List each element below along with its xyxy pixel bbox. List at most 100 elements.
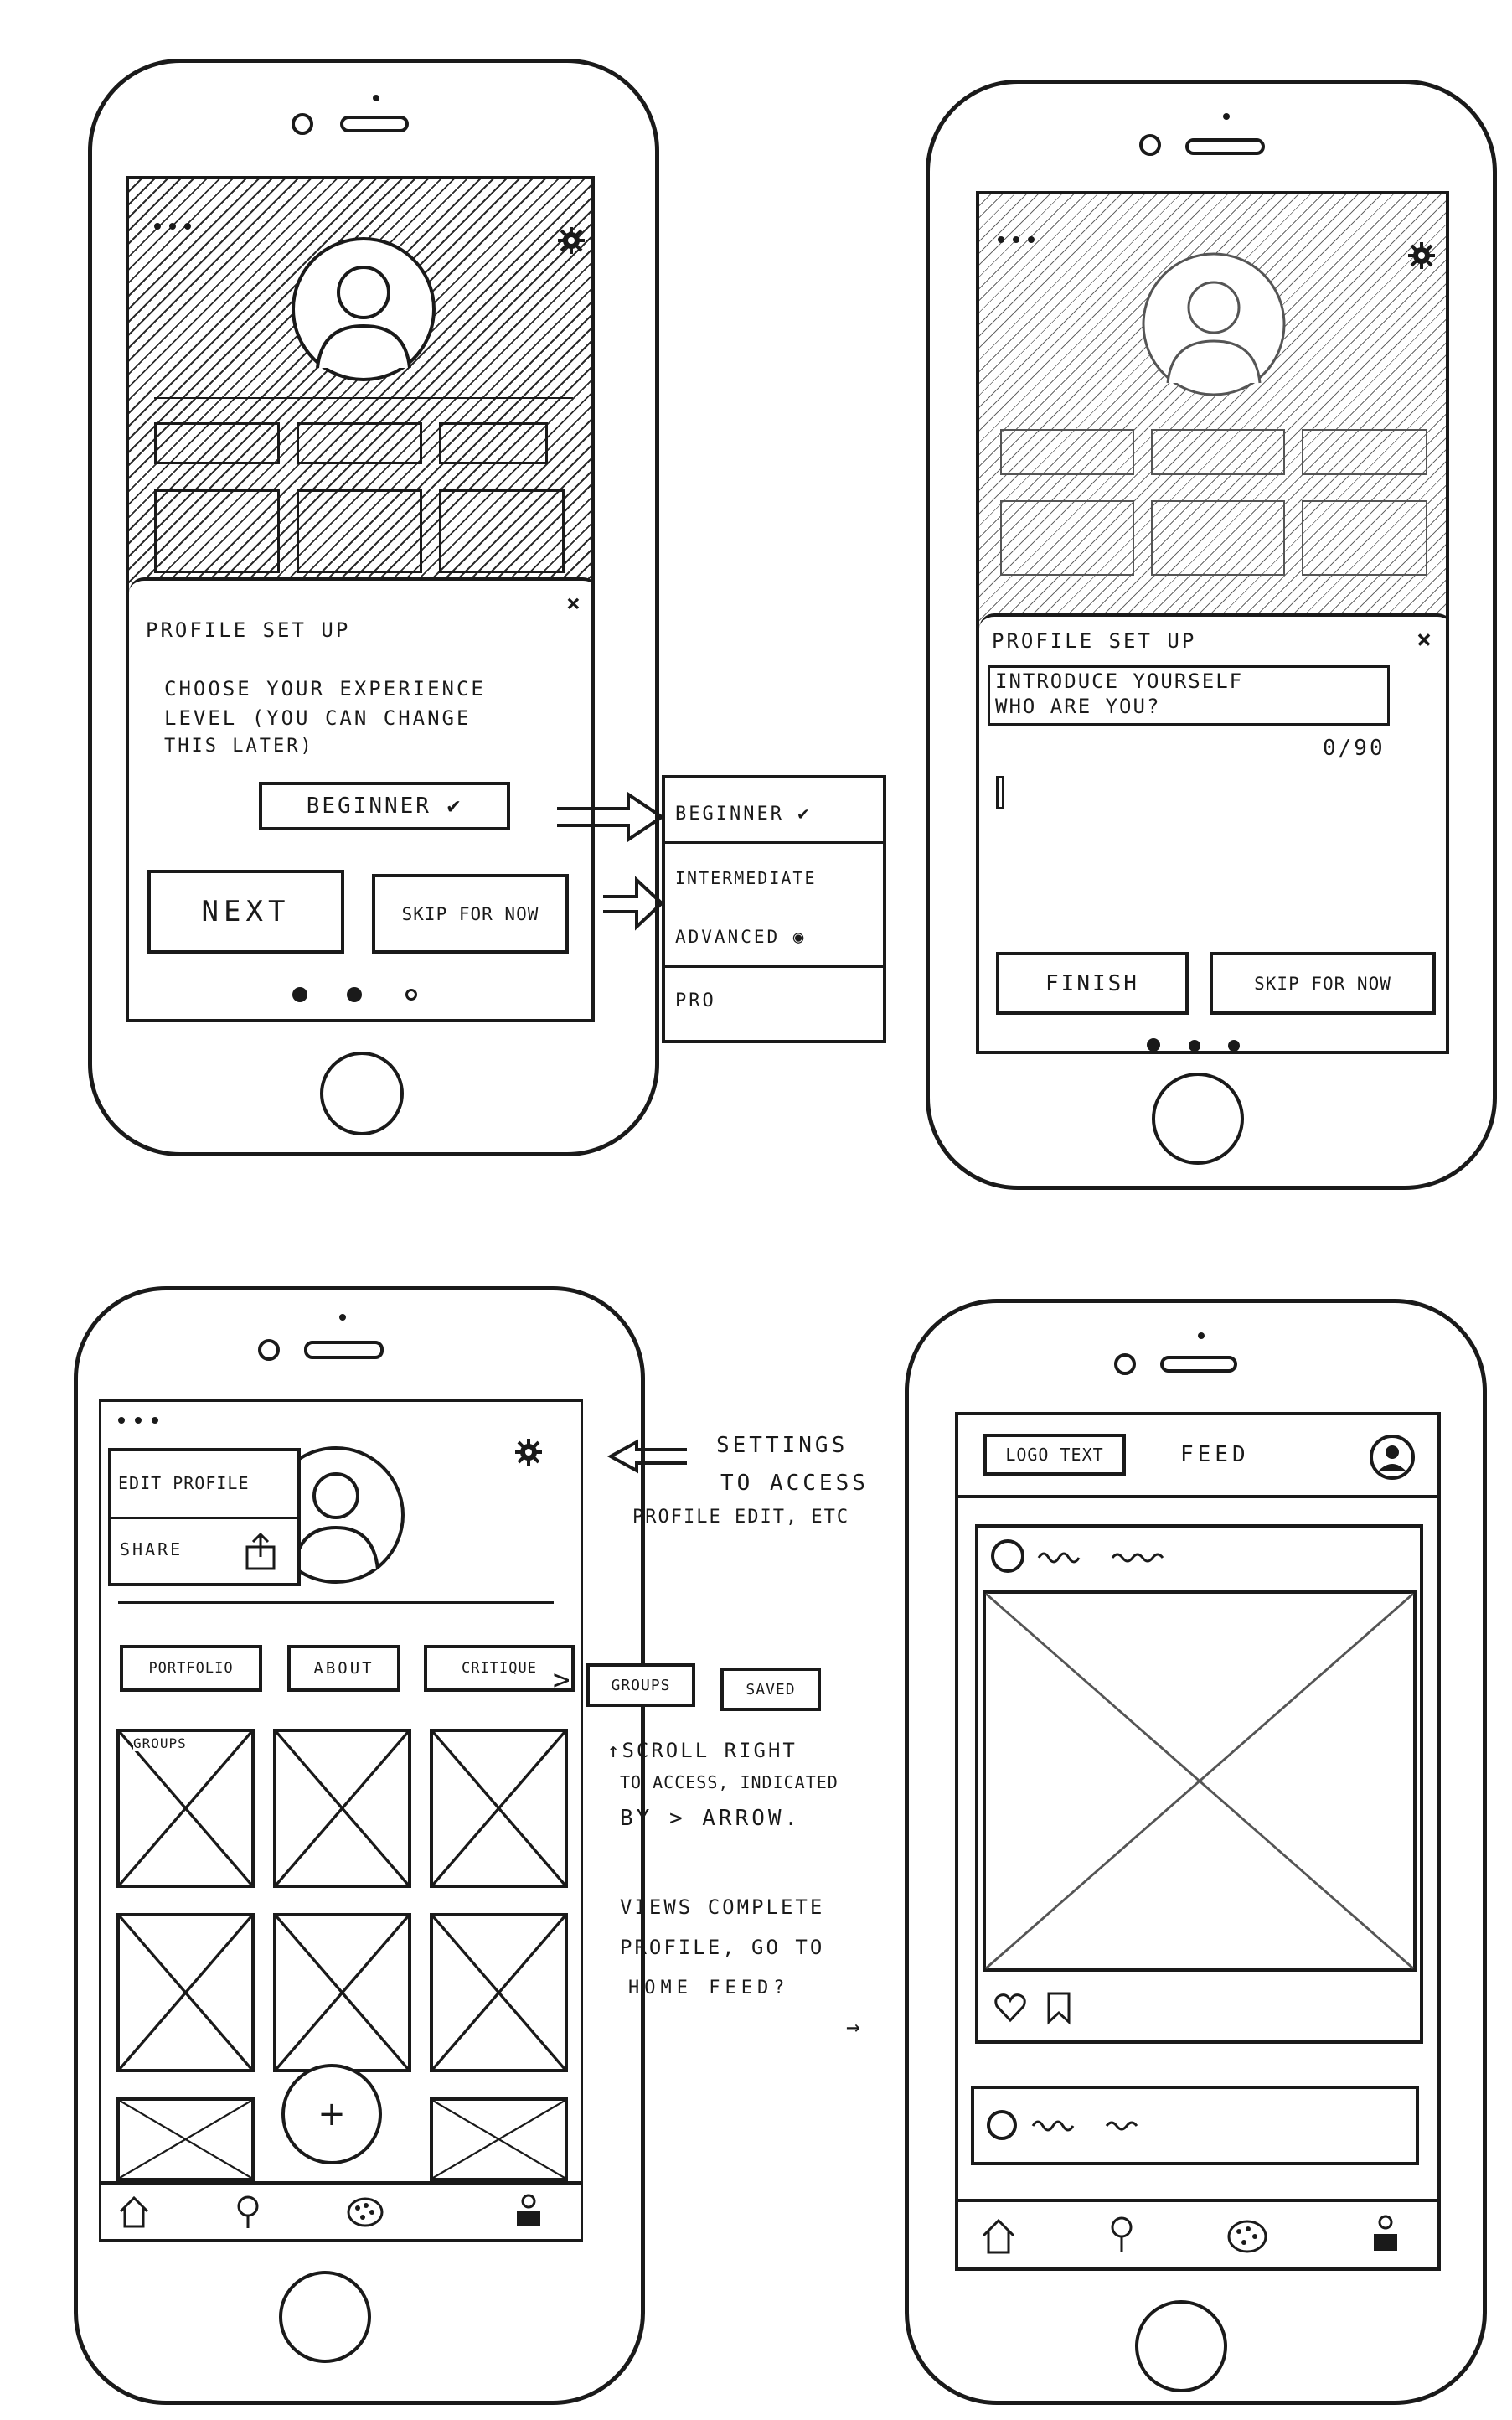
home-button[interactable] [320, 1052, 404, 1135]
scroll-right-chevron: > [553, 1663, 573, 1697]
experience-dropdown[interactable]: BEGINNER ✔ INTERMEDIATE ADVANCED ◉ PRO [662, 775, 886, 1043]
tab-placeholder[interactable] [1000, 429, 1134, 475]
tab-groups[interactable]: GROUPS [586, 1663, 695, 1707]
annotation-settings-line-1: SETTINGS [716, 1433, 849, 1458]
speaker-grille [1185, 138, 1265, 155]
post-author-name-scribble [1037, 1552, 1164, 1564]
annotation-views-line-2: PROFILE, GO TO [620, 1936, 825, 1959]
page-indicator-dot [405, 989, 417, 1001]
home-icon[interactable] [979, 2217, 1018, 2256]
grid-item[interactable] [116, 2097, 255, 2181]
grid-item[interactable] [430, 1913, 568, 2072]
tab-saved[interactable]: SAVED [720, 1668, 821, 1711]
feed-post-card[interactable] [975, 1524, 1423, 2044]
search-icon[interactable] [1105, 2214, 1138, 2254]
feed-post-card[interactable] [971, 2086, 1419, 2165]
gear-icon[interactable] [556, 225, 586, 256]
grid-item[interactable] [273, 1729, 411, 1888]
bookmark-icon[interactable] [1045, 1991, 1072, 2025]
tab-placeholder[interactable] [1151, 429, 1285, 475]
status-dot [154, 223, 161, 230]
avatar [267, 1446, 405, 1584]
page-indicator-dot [1228, 1040, 1240, 1051]
close-icon[interactable]: × [566, 589, 583, 617]
palette-icon[interactable] [1226, 2219, 1268, 2254]
grid-item[interactable]: GROUPS [116, 1729, 255, 1888]
grid-placeholder [1000, 500, 1134, 576]
avatar [1142, 252, 1286, 396]
gear-icon[interactable] [513, 1437, 544, 1467]
settings-menu: EDIT PROFILE SHARE [108, 1448, 301, 1586]
status-dot [1013, 236, 1019, 243]
screen-3: EDIT PROFILE SHARE PORTFOLIO ABOUT CRITI… [99, 1399, 583, 2242]
divider-line [154, 397, 573, 399]
menu-item-share[interactable]: SHARE [111, 1519, 297, 1583]
annotation-scroll-line-2: TO ACCESS, INDICATED [620, 1772, 839, 1792]
tab-placeholder[interactable] [154, 422, 280, 464]
front-camera [292, 113, 313, 135]
post-image[interactable] [983, 1590, 1417, 1972]
tab-placeholder[interactable] [439, 422, 548, 464]
grid-item[interactable] [430, 1729, 568, 1888]
home-icon[interactable] [116, 2195, 152, 2230]
screen-2: PROFILE SET UP × INTRODUCE YOURSELF WHO … [976, 191, 1449, 1054]
post-author-avatar[interactable] [987, 2110, 1017, 2140]
logo[interactable]: LOGO TEXT [983, 1434, 1126, 1476]
close-icon[interactable]: × [1417, 625, 1435, 654]
front-camera [1139, 134, 1161, 156]
status-dot [184, 223, 191, 230]
feed-header: LOGO TEXT FEED [958, 1415, 1437, 1498]
palette-icon[interactable] [346, 2196, 384, 2228]
add-post-button[interactable]: + [281, 2064, 382, 2164]
annotation-scroll-line-1: ↑SCROLL RIGHT [607, 1739, 797, 1762]
grid-placeholder [1151, 500, 1285, 576]
skip-button[interactable]: SKIP FOR NOW [372, 874, 569, 954]
avatar-icon[interactable] [1369, 1434, 1416, 1481]
next-button[interactable]: NEXT [147, 870, 344, 954]
intro-textarea[interactable]: INTRODUCE YOURSELF WHO ARE YOU? [988, 665, 1390, 726]
annotation-arrow: → [846, 2013, 863, 2040]
front-camera [258, 1339, 280, 1361]
grid-item[interactable] [273, 1913, 411, 2072]
home-button[interactable] [1152, 1073, 1244, 1165]
modal-title: PROFILE SET UP [992, 629, 1197, 653]
dropdown-option-advanced[interactable]: ADVANCED ◉ [675, 927, 807, 947]
search-icon[interactable] [231, 2193, 265, 2230]
grid-item[interactable] [430, 2097, 568, 2181]
annotation-views-line-1: VIEWS COMPLETE [620, 1895, 825, 1919]
menu-item-edit-profile[interactable]: EDIT PROFILE [111, 1451, 297, 1519]
dropdown-option-beginner[interactable]: BEGINNER ✔ [675, 804, 812, 825]
tab-placeholder[interactable] [297, 422, 422, 464]
proximity-sensor [339, 1314, 346, 1321]
profile-icon[interactable] [1369, 2212, 1402, 2256]
tab-about[interactable]: ABOUT [287, 1645, 400, 1692]
character-counter: 0/90 [1323, 736, 1386, 761]
gear-icon[interactable] [1406, 240, 1437, 271]
speaker-grille [340, 116, 409, 132]
screen-1: PROFILE SET UP × CHOOSE YOUR EXPERIENCE … [126, 176, 595, 1022]
profile-icon[interactable] [512, 2191, 545, 2231]
dropdown-option-pro[interactable]: PRO [675, 990, 716, 1011]
tab-placeholder[interactable] [1302, 429, 1427, 475]
speaker-grille [1160, 1356, 1237, 1373]
intro-placeholder-line-2: WHO ARE YOU? [995, 695, 1161, 718]
page-indicator-dot [1189, 1040, 1200, 1051]
front-camera [1114, 1353, 1136, 1375]
speaker-grille [304, 1341, 384, 1359]
dropdown-separator [665, 841, 883, 844]
page-indicator-dot [347, 987, 362, 1002]
finish-button[interactable]: FINISH [996, 952, 1189, 1015]
home-button[interactable] [279, 2271, 371, 2363]
home-button[interactable] [1135, 2300, 1227, 2392]
grid-item[interactable] [116, 1913, 255, 2072]
experience-select[interactable]: BEGINNER ✔ [259, 782, 510, 830]
annotation-settings-line-3: PROFILE EDIT, ETC [632, 1507, 850, 1528]
skip-button[interactable]: SKIP FOR NOW [1210, 952, 1436, 1015]
post-author-avatar[interactable] [991, 1539, 1024, 1573]
like-icon[interactable] [993, 1993, 1027, 2023]
bottom-nav [958, 2199, 1437, 2267]
dropdown-option-intermediate[interactable]: INTERMEDIATE [675, 868, 817, 888]
tab-portfolio[interactable]: PORTFOLIO [120, 1645, 262, 1692]
page-indicator-dot [292, 987, 307, 1002]
tab-critique[interactable]: CRITIQUE [424, 1645, 575, 1692]
